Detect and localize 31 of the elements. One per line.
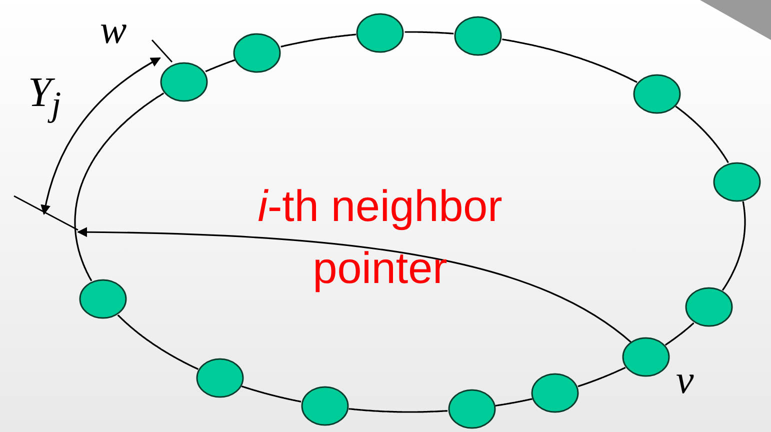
ring-line [495, 398, 533, 406]
ring-line [241, 386, 302, 402]
arrow [77, 227, 632, 344]
dimension-label: Y$_{j}$ [28, 70, 62, 126]
ring-line [117, 314, 199, 370]
node-circle [160, 62, 208, 102]
node-label: w [100, 10, 127, 50]
ring-line [664, 322, 694, 346]
node-circle [233, 32, 282, 73]
ring-line [502, 38, 638, 83]
node-circle [713, 162, 762, 202]
edge-label: i-th neighbor pointer [256, 181, 504, 295]
node-circle [622, 336, 670, 377]
ring-line [205, 59, 236, 72]
node-circle [300, 386, 349, 426]
ring-line [675, 106, 729, 164]
ring-line [280, 34, 356, 48]
ring-line [578, 366, 626, 388]
ring-line [722, 201, 746, 291]
node-circle [632, 74, 681, 114]
node-circle [685, 287, 734, 328]
node-circle [356, 12, 404, 53]
node-circle [448, 388, 496, 429]
node-circle [531, 373, 580, 414]
node-circle [196, 358, 244, 398]
node-circle [454, 16, 502, 56]
node-circle [79, 278, 128, 319]
ring-line [404, 31, 454, 34]
node-label: v [676, 360, 694, 400]
ring-line [348, 408, 448, 413]
ring-line [74, 92, 164, 282]
